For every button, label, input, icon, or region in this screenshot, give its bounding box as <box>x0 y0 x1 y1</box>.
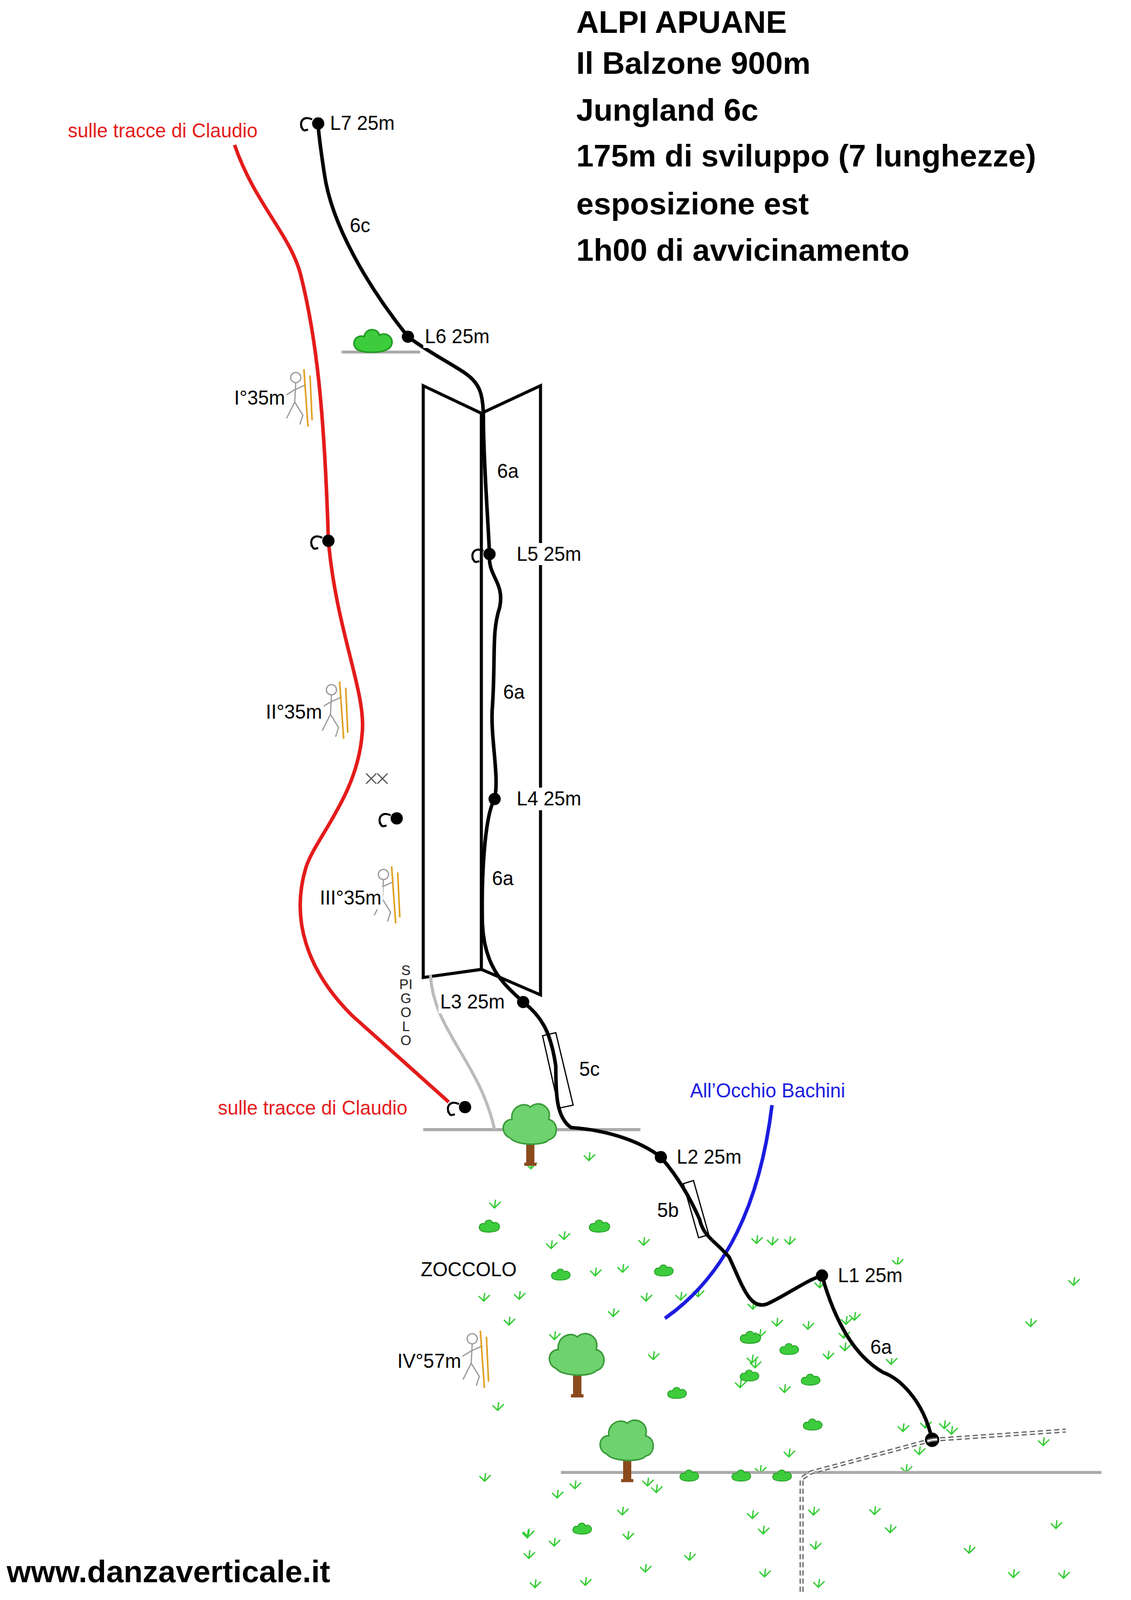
title-line: Jungland 6c <box>576 92 759 129</box>
route-name: sulle tracce di Claudio <box>215 1096 409 1119</box>
title-line: Il Balzone 900m <box>576 45 811 82</box>
grade-label: 5c <box>577 1057 602 1080</box>
belay-label: L5 25m <box>514 542 583 565</box>
feature-label: SPIGOLO <box>397 962 415 1047</box>
grade-label: 6a <box>495 459 521 483</box>
grade-label: 6a <box>501 680 527 703</box>
belay-label: L7 25m <box>328 112 397 135</box>
belay-label: L4 25m <box>514 787 583 810</box>
grade-label: 6a <box>868 1335 894 1358</box>
rappel-label: III°35m <box>318 886 383 909</box>
grade-label: 5b <box>655 1198 681 1221</box>
grass-tufts <box>478 1139 1080 1588</box>
title-line: esposizione est <box>576 185 809 222</box>
rappel-label: I°35m <box>232 386 287 409</box>
belay-label: L3 25m <box>438 990 507 1013</box>
feature-label: ZOCCOLO <box>419 1258 519 1281</box>
title-line: 175m di sviluppo (7 lunghezze) <box>576 137 1037 174</box>
belay-label: L2 25m <box>675 1145 744 1168</box>
belay-label: L1 25m <box>836 1264 905 1287</box>
rappel-label: II°35m <box>263 700 324 723</box>
website: www.danzaverticale.it <box>4 1553 332 1590</box>
title-line: 1h00 di avvicinamento <box>576 232 910 269</box>
route-name: All’Occhio Bachini <box>688 1079 847 1102</box>
belay-label: L6 25m <box>423 325 492 348</box>
rappel-label: IV°57m <box>395 1349 463 1372</box>
grade-label: 6c <box>347 214 372 237</box>
grade-label: 6a <box>490 867 516 890</box>
title: ALPI APUANE <box>576 4 787 41</box>
route-name: sulle tracce di Claudio <box>66 119 260 142</box>
